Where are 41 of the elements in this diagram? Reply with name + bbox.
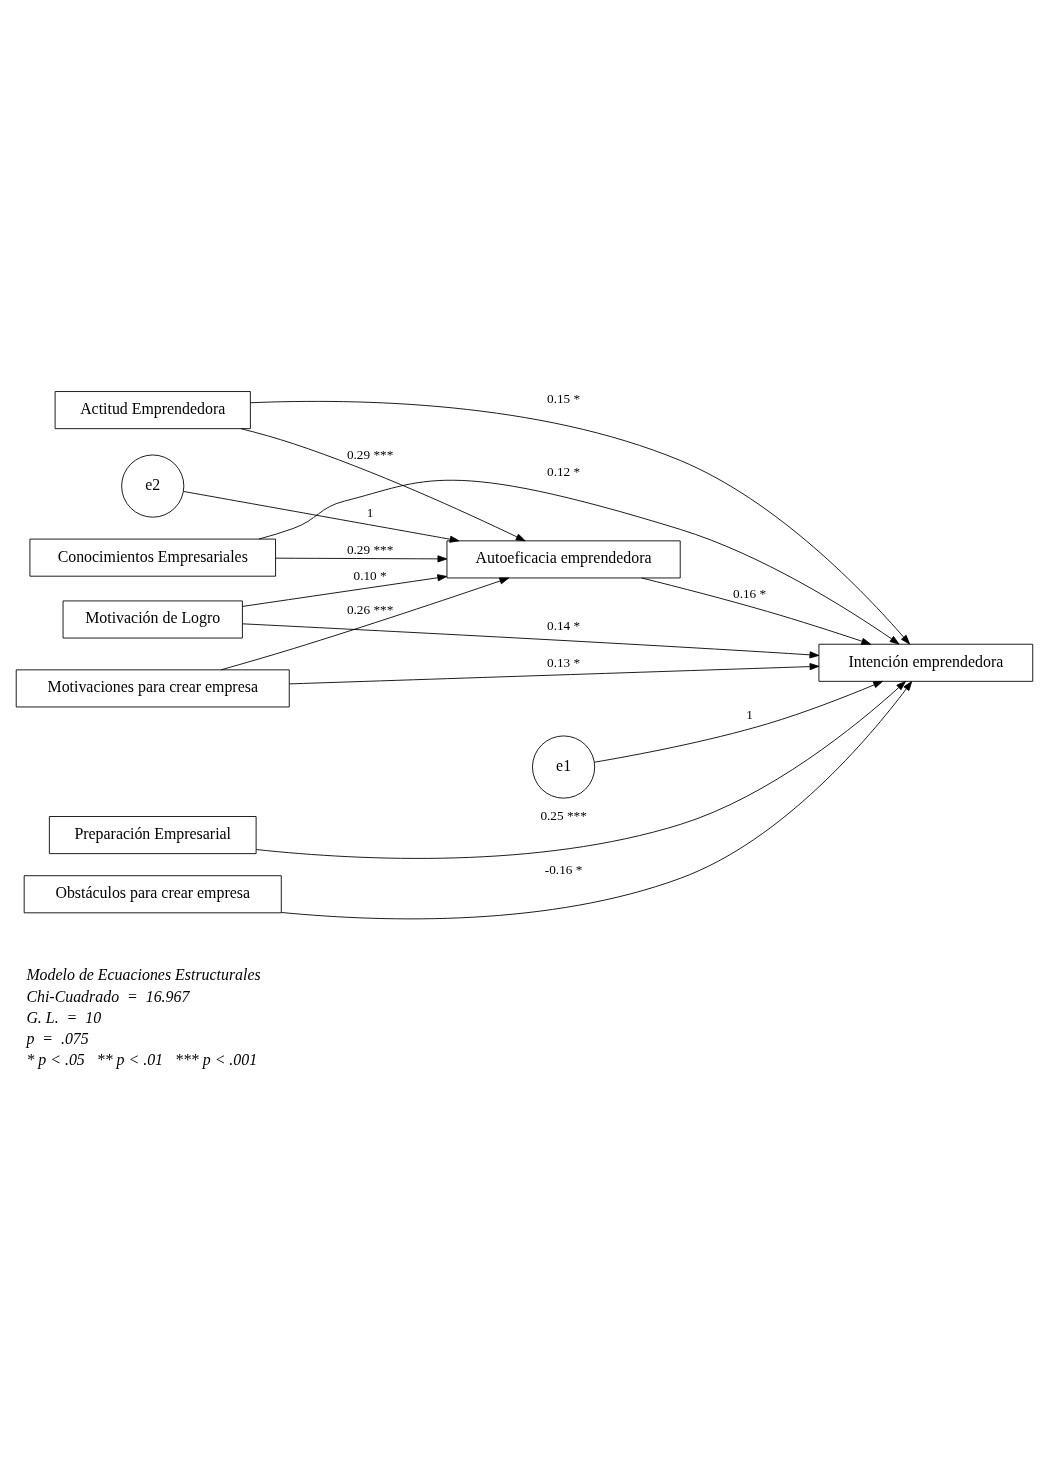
arrow [258,479,900,645]
edge-label: 0.26 *** [346,602,394,618]
arrow [242,623,820,659]
label: Modelo de Ecuaciones Estructurales [26,966,261,984]
edge-label: 0.16 * [733,586,767,602]
edge-label: 0.29 *** [346,542,394,558]
edge-label: 0.15 * [547,391,581,407]
node-box: Actitud Emprendedora [54,391,251,430]
arrow [242,574,448,607]
arrow [249,400,910,645]
arrow [255,681,906,859]
label: G. L. = 10 [26,1008,102,1026]
label: * p < .05 ** p < .01 *** p < .001 [26,1051,258,1069]
arrow [240,428,526,542]
label: p = .075 [26,1029,89,1047]
arrow [288,663,820,685]
edge-label: 1 [746,707,753,723]
edge-label: 1 [366,505,374,520]
node-box: Motivaciones para crear empresa [15,669,290,708]
edge-label: 0.10 * [353,567,387,583]
node-box: Autoeficacia emprendedora [446,540,681,579]
node-box: Intención emprendedora [818,643,1034,682]
arrow [594,680,883,763]
edge-label: 0.13 * [547,655,581,671]
node-circle: e1 [532,735,596,799]
arrow [275,555,448,563]
label: Chi-Cuadrado = 16.967 [26,987,190,1005]
node-box: Conocimientos Empresariales [29,538,276,577]
arrow [183,491,460,543]
arrow [641,577,872,645]
node-circle: e2 [121,454,185,518]
edge-label: -0.16 * [544,861,583,877]
edge-label: 0.29 *** [346,446,394,462]
node-box: Preparación Empresarial [48,816,257,855]
node-box: Motivación de Logro [62,600,243,639]
arrow [220,577,510,671]
edge-label: 0.12 * [547,464,581,480]
edge-label: 0.14 * [547,618,581,634]
node-box: Obstáculos para crear empresa [23,875,282,914]
arrow [281,681,913,920]
edge-label: 0.25 *** [540,808,587,824]
